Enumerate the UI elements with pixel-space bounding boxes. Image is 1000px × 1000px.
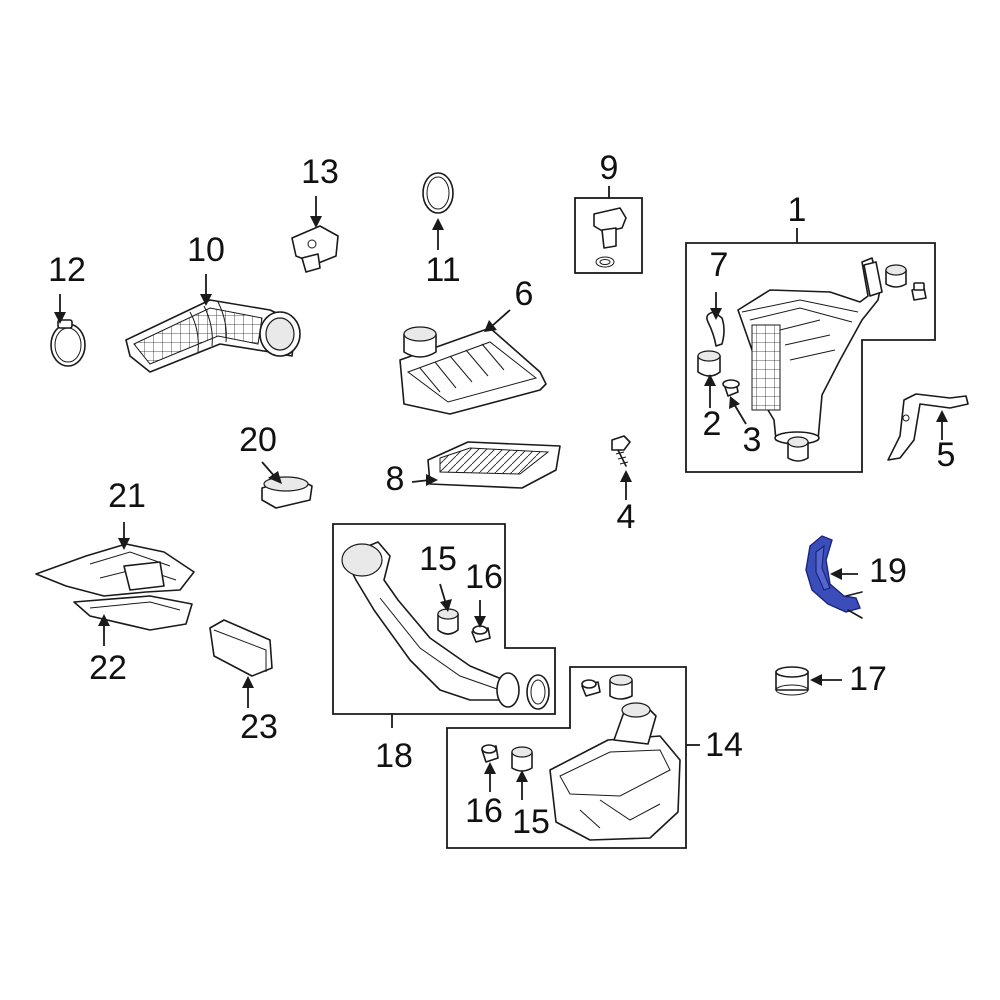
- group-box-18: [332, 523, 556, 715]
- callout-23: 23: [240, 708, 278, 746]
- bolt-part-upper: [911, 282, 927, 301]
- grommet-part-15-upper: [437, 608, 459, 635]
- leader-lines: [54, 186, 948, 800]
- callout-9: 9: [600, 149, 619, 187]
- intake-tube-part-10: [125, 299, 301, 373]
- callout-18: 18: [375, 737, 413, 775]
- highlighted-bracket-part-19: [805, 535, 863, 619]
- bolt-part-4: [611, 435, 631, 467]
- callout-labels: 1 2 3 4 5 6 7 8 9 10 11 12 13 14 15 16 1…: [48, 149, 955, 841]
- air-inlet-duct-part-18: [341, 541, 550, 710]
- callout-22: 22: [89, 649, 127, 687]
- callout-3: 3: [743, 421, 762, 459]
- callout-19: 19: [869, 552, 907, 590]
- callout-14: 14: [705, 726, 743, 764]
- seal-part-17: [775, 666, 809, 696]
- callout-15-upper: 15: [419, 540, 457, 578]
- sensor-part-9: [593, 207, 627, 268]
- grommet-part-2: [697, 350, 721, 377]
- callout-2: 2: [703, 405, 722, 443]
- mount-rubber-part: [787, 436, 809, 462]
- callout-5: 5: [937, 436, 956, 474]
- resonator-chamber-part-14: [549, 702, 681, 841]
- hose-band-part-12: [50, 319, 86, 367]
- group-box-14: [446, 666, 687, 849]
- callout-7: 7: [710, 246, 729, 284]
- bolt-part-16-lower: [481, 744, 499, 763]
- bolt-part-14-upper: [581, 679, 601, 697]
- callout-21: 21: [108, 477, 146, 515]
- grommet-part-14-upper: [609, 674, 633, 700]
- air-cleaner-cover-part: [399, 326, 547, 415]
- sensor-part-13: [291, 225, 339, 273]
- callout-1: 1: [788, 191, 807, 229]
- group-box-1: [685, 242, 936, 473]
- air-duct-part-21: [35, 543, 195, 597]
- callout-4: 4: [617, 498, 636, 536]
- callout-6: 6: [515, 275, 534, 313]
- callout-8: 8: [386, 460, 405, 498]
- callout-11: 11: [425, 251, 460, 289]
- collar-part-3: [722, 379, 740, 397]
- air-cleaner-case-part: [737, 257, 883, 445]
- callout-20: 20: [239, 421, 277, 459]
- bracket-part-5: [887, 393, 969, 461]
- grommet-part-20: [261, 476, 313, 509]
- duct-shield-part-22: [73, 595, 193, 631]
- grommet-part-15-lower: [511, 746, 533, 772]
- callout-16-lower: 16: [465, 792, 503, 830]
- callout-10: 10: [187, 231, 225, 269]
- callout-15-lower: 15: [512, 803, 550, 841]
- hose-band-part-11: [422, 172, 454, 214]
- callout-12: 12: [48, 251, 86, 289]
- resonator-part-23: [209, 619, 273, 677]
- callout-17: 17: [849, 660, 887, 698]
- air-filter-element-part: [427, 441, 561, 489]
- callout-13: 13: [301, 153, 339, 191]
- clip-part-7: [706, 311, 725, 347]
- callout-16-upper: 16: [465, 558, 503, 596]
- bolt-part-16-upper: [471, 625, 491, 643]
- grommet-part: [885, 264, 907, 288]
